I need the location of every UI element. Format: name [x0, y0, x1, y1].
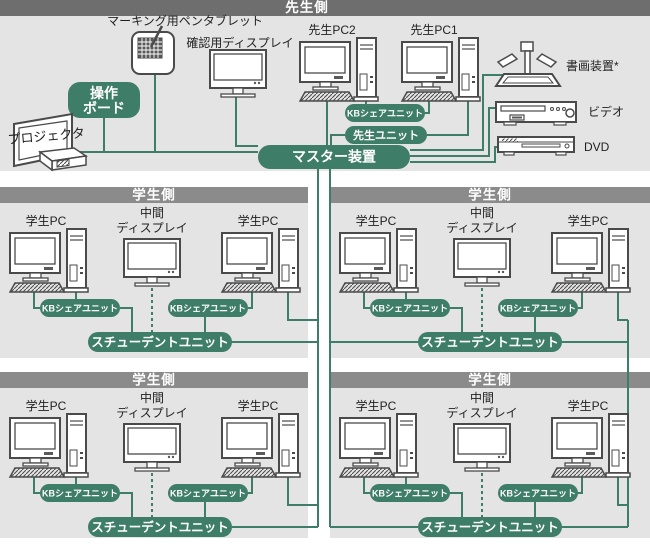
kb-share-unit-label: KBシェアユニット: [372, 304, 448, 314]
student-section-bottom-right: 学生側 学生PC 中間 ディスプレイ 学生PC KBシェアユニット KBシェアユ…: [339, 372, 631, 537]
teacher-pc2-label: 先生PC2: [308, 23, 356, 37]
kb-share-unit-shape: [168, 299, 248, 317]
student-pc-icon: [9, 228, 89, 293]
teacher-kb-share-unit-node: KBシェアユニット: [345, 104, 425, 122]
projector-label: プロジェクタ: [7, 125, 85, 147]
student-pc-left-label: 学生PC: [26, 213, 67, 228]
student-header-bar-bottom-right: [330, 372, 650, 388]
pen-tablet-icon: [131, 25, 175, 75]
kb-share-unit-shape: [498, 484, 578, 502]
student-section-bottom-left: 学生側 学生PC 中間 ディスプレイ 学生PC KBシェアユニット KBシェアユ…: [9, 372, 301, 537]
mid-display-label-line2: ディスプレイ: [116, 220, 187, 235]
student-unit-label: スチューデントユニット: [421, 335, 559, 350]
teacher-unit-shape: [345, 126, 427, 144]
student-header-bar-bottom-left: [0, 372, 308, 388]
student-header-label: 学生側: [468, 372, 512, 388]
student-header-label: 学生側: [132, 372, 176, 388]
student-pc-icon: [339, 413, 419, 478]
kb-share-unit-label: KBシェアユニット: [372, 489, 448, 499]
teacher-header-label: 先生側: [285, 0, 329, 15]
dvd-label: DVD: [584, 140, 610, 154]
teacher-pc2-icon: [299, 37, 379, 102]
student-unit-shape: [418, 517, 562, 537]
student-header-bar-top-right: [330, 187, 650, 203]
student-pc-icon: [9, 413, 89, 478]
student-pc-right-label: 学生PC: [238, 213, 279, 228]
student-unit-label: スチューデントユニット: [421, 520, 559, 535]
teacher-kb-share-unit-label: KBシェアユニット: [347, 109, 423, 119]
kb-share-unit-shape: [498, 299, 578, 317]
student-section-top-right: 学生側 学生PC 中間 ディスプレイ 学生PC KBシェアユニット KBシェアユ…: [339, 187, 631, 352]
video-label: ビデオ: [588, 104, 624, 119]
kb-share-unit-shape: [168, 484, 248, 502]
teacher-unit-label: 先生ユニット: [353, 128, 419, 142]
operation-board-node: 操作 ボード: [68, 82, 140, 118]
mid-display-label-line1: 中間: [140, 390, 164, 405]
kb-share-unit-label: KBシェアユニット: [42, 304, 118, 314]
student-unit-label: スチューデントユニット: [91, 520, 229, 535]
student-pc-right-label: 学生PC: [568, 213, 609, 228]
teacher-header-bar: [0, 0, 650, 16]
student-pc-icon: [221, 413, 301, 478]
student-pc-right-label: 学生PC: [238, 398, 279, 413]
operation-board-shape: [68, 82, 140, 118]
mid-display-label-line2: ディスプレイ: [446, 405, 517, 420]
mid-display-label-line2: ディスプレイ: [116, 405, 187, 420]
mid-display-label-line1: 中間: [140, 205, 164, 220]
kb-share-unit-shape: [40, 484, 120, 502]
kb-share-unit-label: KBシェアユニット: [42, 489, 118, 499]
student-pc-icon: [339, 228, 419, 293]
operation-board-label-line2: ボード: [83, 100, 125, 116]
student-header-bar-top-left: [0, 187, 308, 203]
teacher-pc1-icon: [401, 37, 481, 102]
master-device-node: マスター装置: [258, 145, 410, 169]
kb-share-unit-shape: [40, 299, 120, 317]
mid-display-label-line1: 中間: [470, 205, 494, 220]
student-pc-left-label: 学生PC: [356, 398, 397, 413]
student-unit-label: スチューデントユニット: [91, 335, 229, 350]
kb-share-unit-shape: [370, 299, 450, 317]
student-pc-left-label: 学生PC: [356, 213, 397, 228]
master-device-label: マスター装置: [292, 149, 376, 165]
student-pc-right-label: 学生PC: [568, 398, 609, 413]
kb-share-unit-label: KBシェアユニット: [170, 489, 246, 499]
connection-lines: [33, 74, 629, 528]
student-pc-left-label: 学生PC: [26, 398, 67, 413]
video-deck-icon: [495, 101, 577, 126]
student-pc-icon: [221, 228, 301, 293]
kb-share-unit-label: KBシェアユニット: [170, 304, 246, 314]
student-unit-shape: [88, 517, 232, 537]
kb-share-unit-label: KBシェアユニット: [500, 304, 576, 314]
master-device-shape: [258, 145, 410, 169]
pen-tablet-label: マーキング用ペンタブレット: [107, 13, 263, 28]
student-unit-shape: [88, 332, 232, 352]
student-header-label: 学生側: [468, 187, 512, 203]
projector-icon: [13, 112, 89, 172]
dvd-player-icon: [497, 136, 575, 156]
student-pc-icon: [551, 413, 631, 478]
doc-camera-label: 書画装置*: [566, 59, 619, 73]
doc-camera-icon: [494, 41, 562, 87]
kb-share-unit-shape: [370, 484, 450, 502]
teacher-kb-share-unit-shape: [345, 104, 425, 122]
mid-display-label-line2: ディスプレイ: [446, 220, 517, 235]
teacher-pc1-label: 先生PC1: [410, 23, 458, 37]
student-pc-icon: [551, 228, 631, 293]
operation-board-label-line1: 操作: [90, 85, 118, 101]
kb-share-unit-label: KBシェアユニット: [500, 489, 576, 499]
confirm-display-label: 確認用ディスプレイ: [186, 35, 293, 50]
mid-display-label-line1: 中間: [470, 390, 494, 405]
student-section-top-left: 学生側 学生PC 中間 ディスプレイ 学生PC KBシェアユニット KBシェアユ…: [9, 187, 301, 352]
student-unit-shape: [418, 332, 562, 352]
student-header-label: 学生側: [132, 187, 176, 203]
teacher-unit-node: 先生ユニット: [345, 126, 427, 144]
